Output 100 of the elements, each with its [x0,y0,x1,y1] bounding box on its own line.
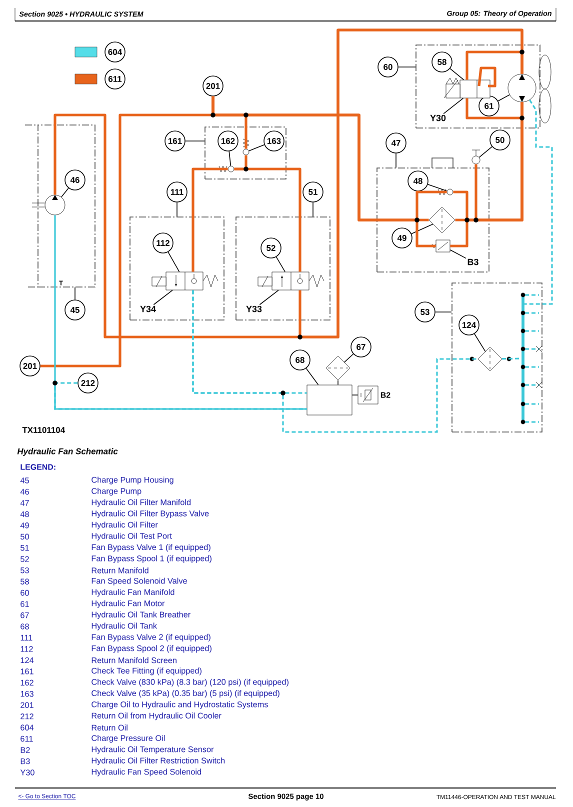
return-line [54,215,307,410]
callout-number: 52 [260,238,282,258]
pressure-line [192,168,228,272]
figure-number: TX1101104 [22,427,65,433]
legend-description: Charge Pump Housing [92,476,174,484]
leader-line [306,368,319,386]
check-valve-symbol [218,166,234,172]
leader-line [248,144,265,152]
legend-number: 68 [20,624,29,630]
sensor-symbol [358,386,378,404]
leader-line [474,333,486,352]
legend-description: Hydraulic Fan Motor [92,600,165,608]
callout-number: 112 [152,232,174,254]
callout-number: 49 [392,228,412,248]
manifold-bus [520,292,542,424]
pressure-line [234,168,302,272]
solenoid-valve-symbol [258,272,324,290]
leader-line [443,98,464,114]
callout-number: 58 [432,52,452,72]
legend-description: Hydraulic Fan Manifold [92,589,174,597]
component-outline [236,216,330,320]
caption: Hydraulic Fan Schematic [17,448,118,456]
legend-description: Hydraulic Oil Tank [92,622,158,630]
legend-description: Fan Speed Solenoid Valve [92,578,187,586]
legend-description: Hydraulic Oil Filter Bypass Valve [92,510,209,518]
component-outline [416,44,540,128]
legend-number: 46 [20,488,29,495]
legend-description: Hydraulic Oil Filter Manifold [92,499,191,507]
callout-number: 60 [378,56,398,78]
callout-number: 48 [408,170,428,192]
legend-callout: 611 [104,68,126,90]
motor-symbol [508,74,536,102]
legend-description: Fan Bypass Valve 2 (if equipped) [92,634,210,642]
legend-description: Charge Pump [92,488,142,496]
component-outline [452,282,542,432]
component-outline [204,126,286,180]
legend-description: Return Manifold [92,567,148,574]
component-outline [24,124,96,288]
callout-number: 50 [490,130,510,150]
callout-number: 46 [64,170,86,190]
legend-number: 47 [20,500,29,506]
legend-number: 212 [20,713,34,720]
leader-line [168,252,180,272]
legend-description: Hydraulic Oil Tank Breather [92,611,190,620]
check-valve-symbol [242,138,250,156]
legend-number: 58 [20,578,29,584]
callout-number: 51 [302,182,324,202]
test-port-symbol [472,150,480,164]
return-line [192,290,478,433]
solenoid-valve-symbol [152,272,218,290]
legend-number: 60 [20,590,29,596]
legend-number: 61 [20,601,29,607]
callout-number: 161 [164,130,186,152]
screen-symbol [470,346,512,372]
legend-description: Check Valve (830 kPa) (8.3 bar) (120 psi) (if equipped) [92,678,288,686]
switch-symbol [432,240,450,252]
check-valve-symbol [438,188,454,196]
legend-description: Return Manifold Screen [92,657,176,664]
pressure-line [466,50,524,80]
leader-line [153,290,173,306]
legend-description: Return Oil [92,724,128,731]
legend-number: B3 [20,758,30,764]
legend-number: 49 [20,522,29,528]
legend-description: Check Valve (35 kPa) (0.35 bar) (5 psi) (if equipped) [92,690,280,698]
leader-line [74,287,76,300]
legend-number: 161 [20,668,34,674]
legend-description: Fan Bypass Spool 2 (if equipped) [92,645,212,653]
callout-number: 162 [218,130,238,152]
legend-description: Hydraulic Oil Temperature Sensor [92,746,214,754]
legend-number: 611 [20,736,33,742]
legend-number: 52 [20,556,29,562]
component-label: Y30 [430,114,446,122]
pressure-line [466,98,524,120]
leader-line [228,150,232,166]
leader-line [450,68,464,80]
callout-number: 67 [350,336,372,358]
leader-line [427,184,448,192]
callout-number: 47 [386,132,406,154]
legend-description: Hydraulic Oil Filter [92,522,158,530]
callout-number: 111 [166,182,188,202]
legend-number: B2 [20,747,30,753]
leader-line [176,202,178,217]
legend-description: Hydraulic Fan Speed Solenoid [92,768,201,776]
legend-callout: 604 [104,42,126,62]
legend-description: Hydraulic Oil Filter Restriction Switch [92,757,225,766]
leader-line [352,394,358,396]
legend-number: 162 [20,680,34,686]
legend-number: 50 [20,534,29,540]
component-label: Y33 [246,306,262,312]
legend-description: Charge Oil to Hydraulic and Hydrostatic Systems [92,701,268,709]
component-outline [130,216,224,320]
legend-description: Check Tee Fitting (if equipped) [92,668,202,676]
leader-line [398,66,416,68]
pump-symbol [32,194,66,216]
callout-number: 201 [20,356,40,376]
callout-number: 124 [458,314,480,336]
pressure-line [298,28,524,338]
legend-description: Return Oil from Hydraulic Oil Cooler [92,712,222,720]
legend-number: 124 [20,657,34,664]
leader-line [478,146,492,158]
